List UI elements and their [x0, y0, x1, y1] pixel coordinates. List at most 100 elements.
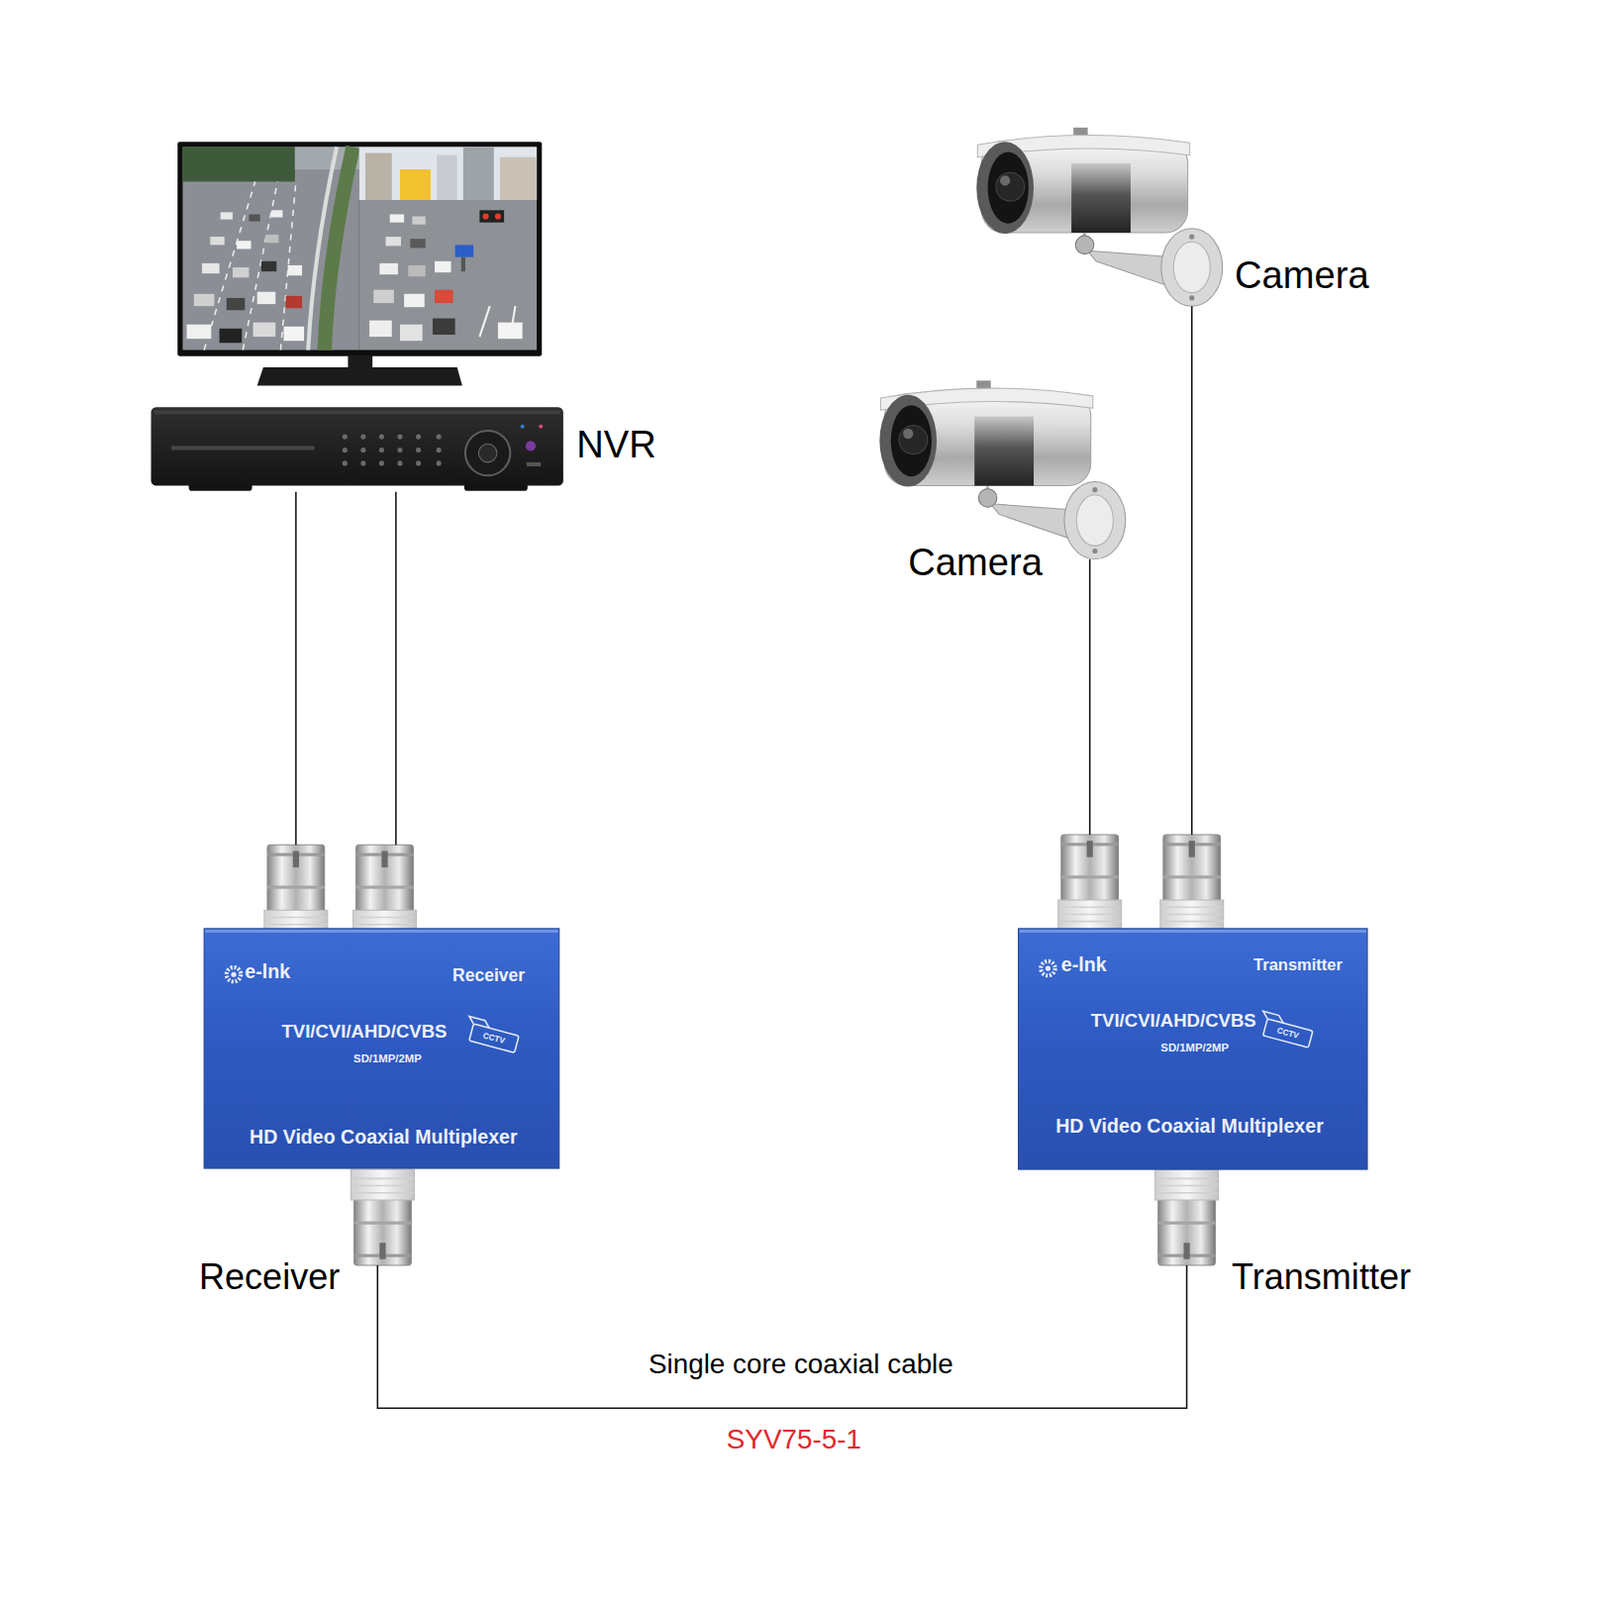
tv-monitor [257, 367, 463, 387]
format-list: TVI/CVI/AHD/CVBS [1091, 1010, 1257, 1030]
nvr-recorder [415, 434, 421, 440]
nvr-recorder [151, 406, 564, 486]
nvr-recorder [397, 460, 402, 466]
tv-monitor [177, 141, 542, 356]
tv-monitor [226, 298, 246, 310]
format-list: TVI/CVI/AHD/CVBS [281, 1022, 447, 1042]
tv-monitor [432, 318, 456, 335]
tv-monitor [482, 212, 489, 219]
resolution-list: SD/1MP/2MP [353, 1053, 422, 1065]
tv-monitor [284, 326, 305, 341]
tv-monitor [219, 328, 243, 343]
nvr-recorder [379, 460, 385, 466]
nvr-recorder [465, 430, 510, 476]
tv-monitor [409, 238, 425, 248]
device-label: Camera [907, 543, 1043, 582]
transmitter-device [1018, 928, 1368, 1170]
receiver-device [230, 972, 236, 978]
tv-monitor [177, 141, 542, 386]
device-label: Transmitter [1231, 1258, 1411, 1295]
nvr-recorder [478, 443, 498, 463]
tv-monitor [220, 211, 233, 219]
receiver-device [351, 1169, 415, 1266]
tv-monitor [182, 146, 295, 182]
nvr-recorder [360, 447, 366, 453]
tv-monitor [365, 153, 393, 200]
nvr-recorder [520, 424, 525, 429]
transmitter-device [1058, 834, 1122, 931]
tv-monitor [386, 236, 401, 246]
receiver-device [463, 1015, 521, 1053]
cable-connector [395, 492, 398, 846]
cctv-icon-text: CCTV [1276, 1026, 1300, 1041]
brand-logo: e-lnk [1061, 955, 1107, 976]
tv-monitor [434, 290, 454, 303]
cable-spec: SYV75-5-1 [726, 1426, 862, 1455]
tv-monitor [463, 146, 495, 200]
device-label: Camera [1234, 256, 1370, 295]
nvr-recorder [342, 434, 442, 467]
receiver-box: e-lnkReceiverTVI/CVI/AHD/CVBSCCTVSD/1MP/… [203, 844, 560, 1266]
transmitter-device [1263, 1018, 1313, 1048]
transmitter-device [1160, 834, 1224, 931]
nvr-recorder [415, 460, 421, 466]
nvr-recorder [397, 434, 402, 440]
cctv-icon-text: CCTV [482, 1031, 506, 1046]
nvr-recorder [436, 447, 442, 453]
camera-box: Camera [872, 380, 1122, 559]
nvr-recorder [151, 406, 564, 492]
nvr-box: NVR [151, 404, 564, 493]
tv-monitor [347, 355, 373, 368]
device-label: Receiver [199, 1258, 340, 1295]
device-label: NVR [576, 425, 657, 464]
receiver-device [204, 929, 559, 933]
tv-monitor [400, 169, 431, 200]
tv-monitor [373, 290, 395, 303]
nvr-recorder [154, 409, 561, 414]
nvr-recorder [525, 440, 536, 451]
transmitter-box: e-lnk TransmitterTVI/CVI/AHD/CVBS CCTV SD/1… [1018, 834, 1368, 1266]
tv-monitor [307, 146, 337, 350]
transmitter-device [1019, 929, 1367, 933]
nvr-recorder [171, 445, 314, 450]
unit-role: Transmitter [1253, 957, 1343, 974]
tv-monitor [248, 213, 260, 221]
tv-monitor [495, 212, 501, 219]
cable-label: Single core coaxial cable [648, 1351, 954, 1380]
nvr-recorder [379, 434, 385, 440]
receiver-device [203, 844, 560, 1266]
tv-monitor [201, 263, 220, 274]
product-name: HD Video Coaxial Multiplexer [1055, 1115, 1324, 1136]
receiver-device [469, 1023, 519, 1053]
cable-connector [377, 1265, 1187, 1408]
camera-illustration [976, 127, 1222, 306]
tv-monitor [236, 240, 251, 249]
nvr-recorder [397, 447, 402, 453]
tv-monitor [359, 146, 537, 350]
tv-monitor [411, 215, 425, 224]
tv-monitor [461, 257, 466, 272]
transmitter-device [1018, 834, 1368, 1266]
product-name: HD Video Coaxial Multiplexer [249, 1127, 518, 1148]
tv-monitor [232, 267, 249, 278]
transmitter-device [1261, 1010, 1286, 1023]
nvr-recorder [342, 447, 348, 453]
tv-monitor [436, 155, 458, 200]
tv-monitor [390, 213, 404, 222]
cable-connector [1191, 305, 1194, 835]
tv-monitor [403, 294, 425, 307]
tv-monitor [500, 157, 537, 200]
nvr-recorder [360, 460, 366, 466]
transmitter-device [1155, 1169, 1219, 1266]
tv-monitor [209, 236, 224, 245]
nvr-recorder [436, 460, 442, 466]
unit-role: Receiver [452, 967, 525, 986]
tv-monitor [434, 261, 451, 273]
cable-connector [295, 492, 298, 846]
resolution-list: SD/1MP/2MP [1160, 1041, 1229, 1053]
tv-monitor [194, 294, 215, 306]
receiver-device [353, 844, 417, 941]
transmitter-device [1257, 1010, 1315, 1048]
tv-monitor [288, 265, 302, 276]
nvr-recorder [342, 434, 348, 440]
